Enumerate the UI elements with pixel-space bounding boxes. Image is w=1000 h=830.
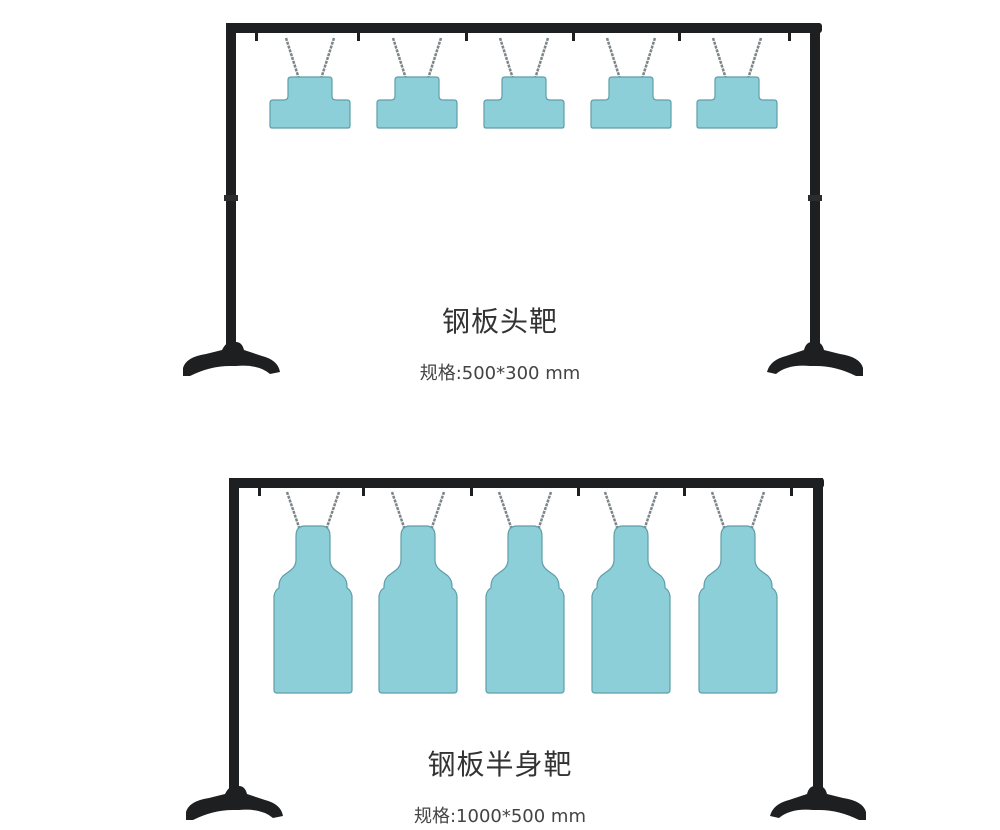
head-target [483, 37, 565, 129]
half-body-target [273, 491, 353, 694]
chain [425, 37, 443, 83]
steel-plate [698, 525, 778, 694]
steel-plate [273, 525, 353, 694]
steel-plate [378, 525, 458, 694]
steel-plate [590, 76, 672, 129]
half-body-target [698, 491, 778, 694]
chain [639, 37, 657, 83]
left-foot [183, 342, 280, 376]
right-post [810, 23, 820, 350]
product-spec: 规格:500*300 mm [419, 363, 581, 384]
right-post [813, 478, 823, 798]
chain [284, 37, 302, 83]
half-body-target-row [273, 491, 778, 694]
head-target-stand [183, 23, 863, 376]
steel-plate [591, 525, 671, 694]
steel-plate [483, 76, 565, 129]
half-body-target-stand [186, 478, 866, 820]
steel-plate [376, 76, 458, 129]
head-target [269, 37, 351, 129]
head-target [696, 37, 778, 129]
chain [318, 37, 336, 83]
left-post [226, 23, 236, 350]
left-post [229, 478, 239, 798]
crossbar-hooks [258, 488, 793, 496]
chain [711, 37, 729, 83]
chain [391, 37, 409, 83]
top-crossbar [226, 23, 822, 33]
steel-plate [269, 76, 351, 129]
product-spec: 规格:1000*500 mm [413, 806, 587, 827]
top-crossbar [229, 478, 824, 488]
head-target [590, 37, 672, 129]
half-body-target-panel: 钢板半身靶 规格:1000*500 mm [0, 400, 1000, 830]
product-title: 钢板半身靶 [427, 748, 573, 781]
half-body-target [591, 491, 671, 694]
half-body-target [378, 491, 458, 694]
head-target [376, 37, 458, 129]
left-foot [186, 786, 283, 820]
head-target-row [269, 37, 778, 129]
chain [498, 37, 516, 83]
head-target-panel: 钢板头靶 规格:500*300 mm [0, 0, 1000, 400]
chain [532, 37, 550, 83]
right-foot [767, 342, 863, 376]
chain [605, 37, 623, 83]
right-foot [770, 786, 866, 820]
steel-plate [485, 525, 565, 694]
half-body-target [485, 491, 565, 694]
product-title: 钢板头靶 [441, 305, 558, 338]
chain [745, 37, 763, 83]
crossbar-hooks [255, 33, 791, 41]
steel-plate [696, 76, 778, 129]
